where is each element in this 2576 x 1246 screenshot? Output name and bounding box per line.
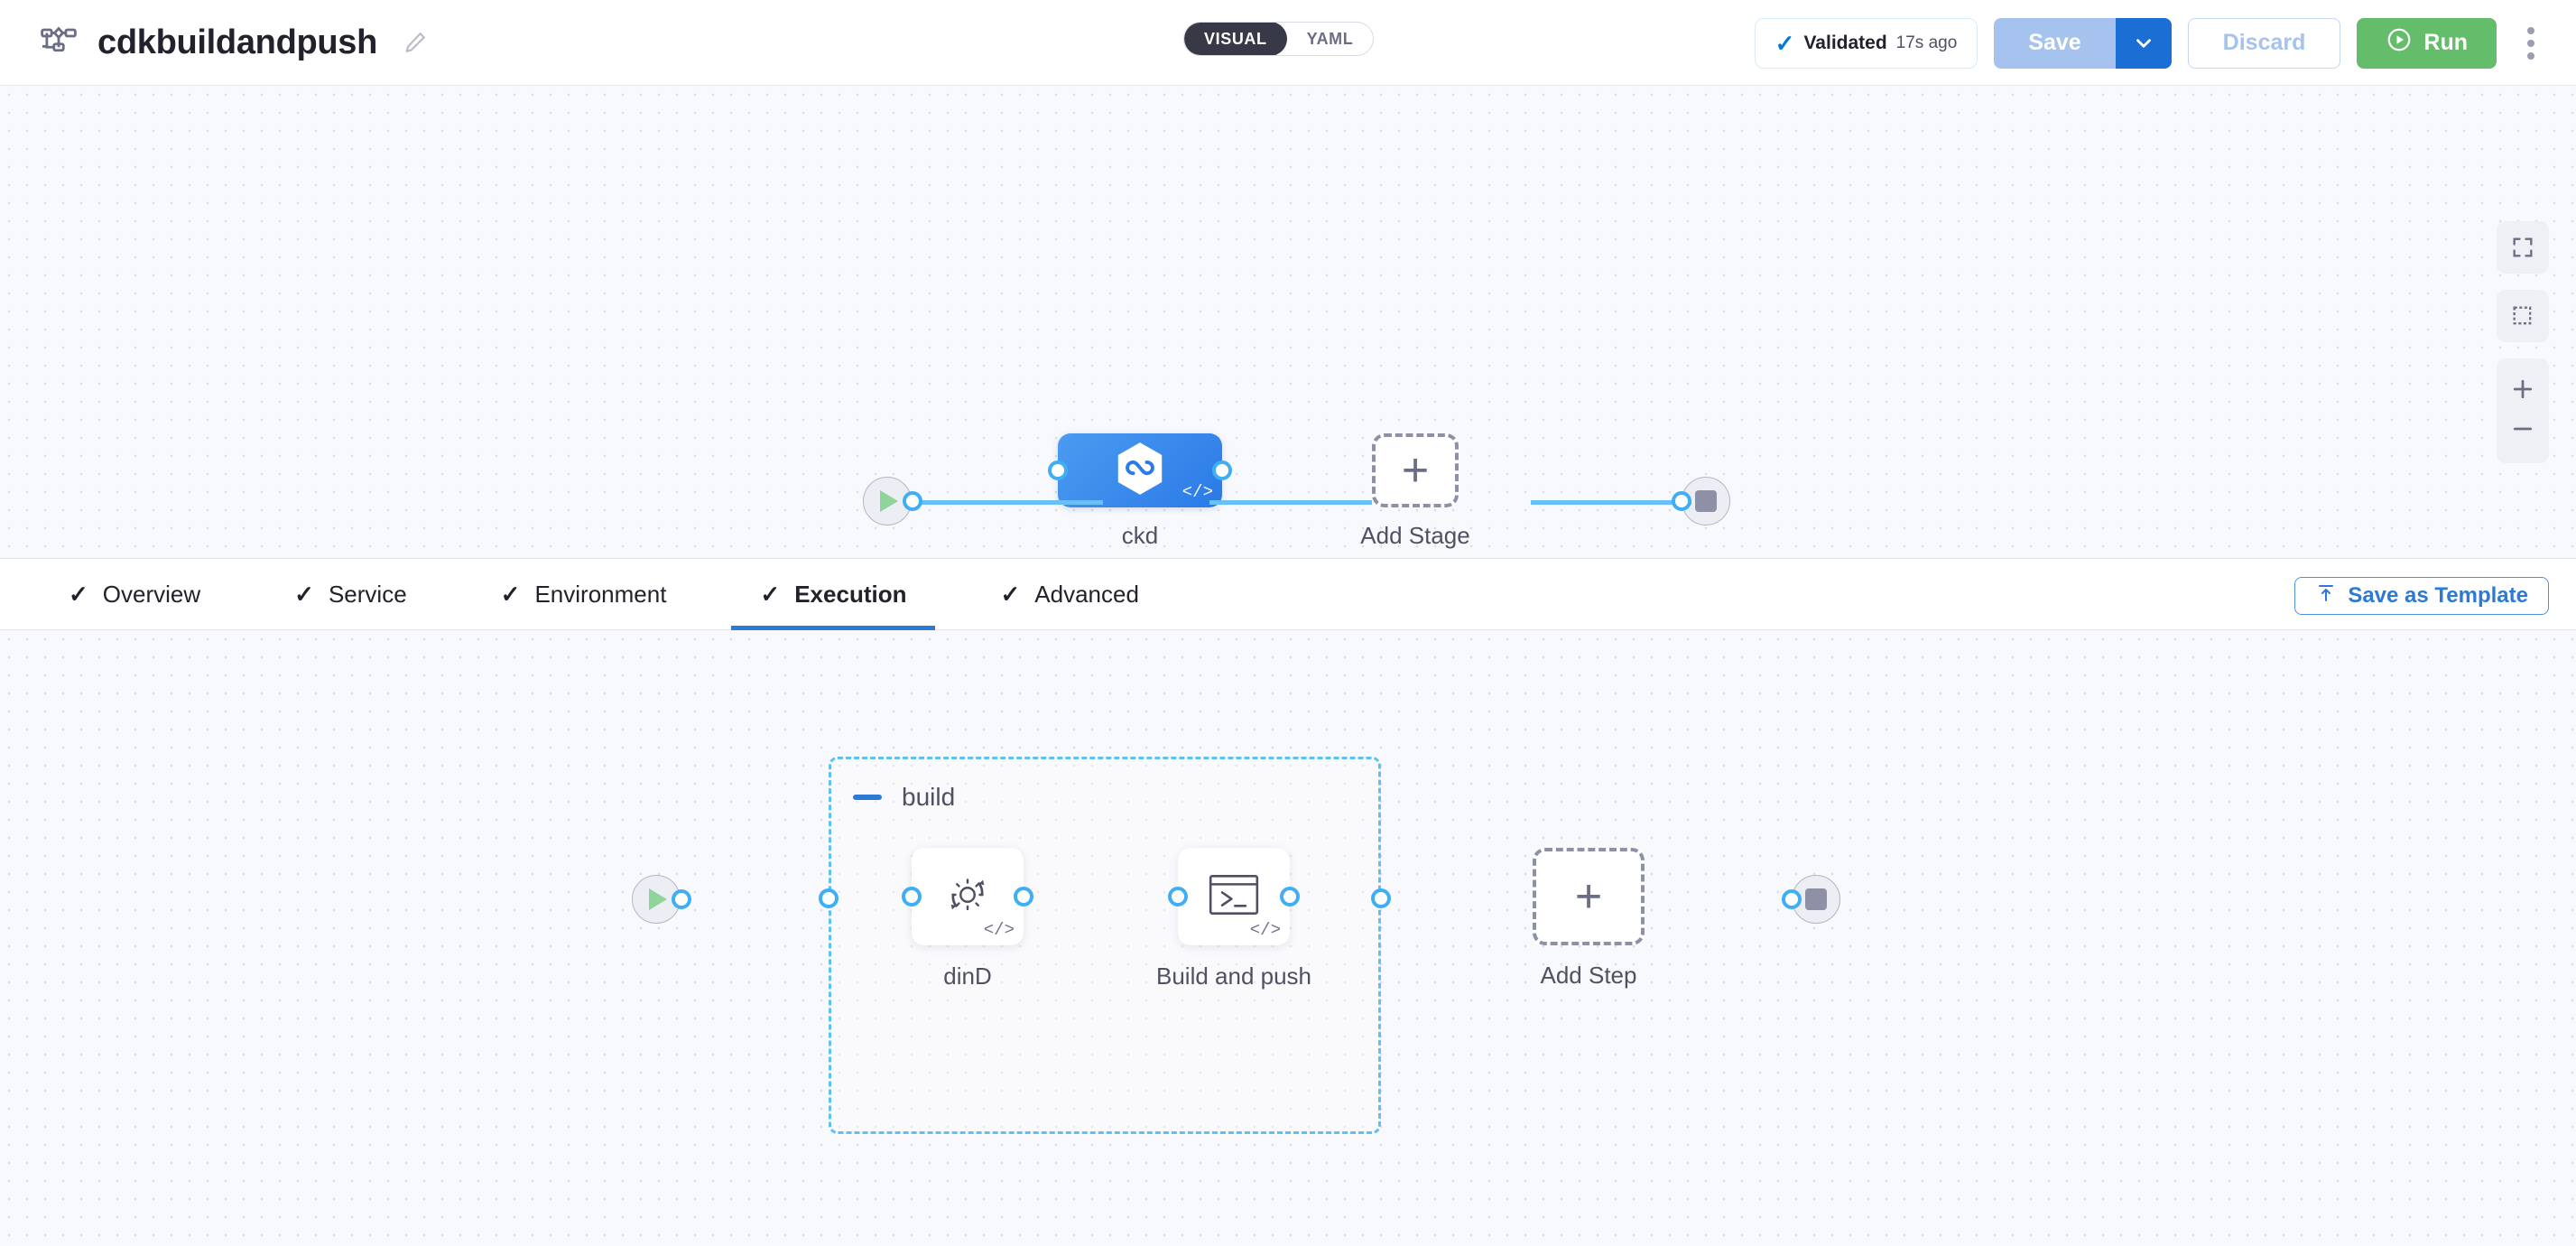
step-node-dind[interactable]: </> dinD — [902, 848, 1033, 990]
stage-node-ckd[interactable]: </> ckd — [1048, 433, 1232, 549]
link-ckd-to-addstage — [1209, 500, 1372, 505]
end-stop-node[interactable] — [1672, 477, 1730, 525]
canvas-controls — [2497, 221, 2549, 463]
dind-input-port[interactable] — [902, 887, 922, 907]
harness-cd-infinity-icon — [1115, 442, 1165, 500]
tab-environment[interactable]: ✓ Environment — [472, 558, 696, 630]
tab-advanced-label: Advanced — [1034, 580, 1139, 608]
run-button[interactable]: Run — [2357, 17, 2497, 69]
kebab-menu-icon[interactable] — [2513, 26, 2549, 60]
link-start-to-ckd — [913, 500, 1103, 505]
tab-service[interactable]: ✓ Service — [265, 558, 436, 630]
end-input-port[interactable] — [1672, 491, 1691, 511]
execution-canvas[interactable]: Execution Rollback — [0, 630, 2576, 1246]
discard-button[interactable]: Discard — [2187, 17, 2341, 69]
exec-end-stop-node[interactable] — [1782, 875, 1840, 924]
exec-end-input-port[interactable] — [1782, 889, 1802, 909]
tab-list: ✓ Overview ✓ Service ✓ Environment ✓ Exe… — [0, 558, 1204, 631]
ckd-output-port[interactable] — [1212, 460, 1232, 480]
save-as-template-label: Save as Template — [2348, 583, 2528, 608]
check-icon: ✓ — [760, 580, 781, 608]
run-button-label: Run — [2423, 30, 2468, 55]
pencil-icon[interactable] — [403, 30, 428, 55]
check-icon: ✓ — [1774, 29, 1795, 57]
mode-yaml[interactable]: YAML — [1306, 29, 1354, 48]
step-code-badge: </> — [983, 920, 1015, 940]
step-group-header: build — [853, 783, 955, 812]
exec-start-output-port[interactable] — [672, 889, 691, 909]
check-icon: ✓ — [294, 580, 314, 608]
app-header: cdkbuildandpush VISUAL YAML ✓ Validated … — [0, 0, 2576, 86]
tab-advanced[interactable]: ✓ Advanced — [971, 558, 1167, 630]
upload-template-icon — [2315, 582, 2337, 610]
play-circle-icon — [2386, 26, 2413, 60]
selection-box-icon[interactable] — [2497, 290, 2549, 342]
group-output-port[interactable] — [1371, 888, 1391, 908]
step-code-badge: </> — [1249, 920, 1281, 940]
add-stage-button[interactable]: + Add Stage — [1360, 433, 1470, 549]
step-group-name: build — [902, 783, 956, 811]
tab-execution[interactable]: ✓ Execution — [731, 558, 936, 631]
page-title: cdkbuildandpush — [97, 23, 378, 61]
dind-output-port[interactable] — [1014, 887, 1033, 907]
group-input-port[interactable] — [819, 888, 839, 908]
stage-code-badge: </> — [1181, 482, 1213, 502]
play-icon — [880, 490, 898, 512]
step-label-build-and-push: Build and push — [1155, 962, 1312, 990]
check-icon: ✓ — [69, 580, 88, 608]
header-left-cluster: cdkbuildandpush — [0, 23, 428, 62]
visual-yaml-toggle[interactable]: VISUAL YAML — [1183, 22, 1375, 56]
stage-tabbar: ✓ Overview ✓ Service ✓ Environment ✓ Exe… — [0, 558, 2576, 631]
save-button[interactable]: Save — [1994, 17, 2116, 69]
zoom-out-icon[interactable] — [2497, 409, 2549, 449]
step-label-dind: dinD — [943, 962, 992, 990]
add-step-label: Add Step — [1540, 962, 1637, 989]
play-icon — [649, 888, 667, 910]
validated-timestamp: 17s ago — [1895, 33, 1958, 52]
terminal-icon — [1206, 870, 1262, 924]
stop-icon — [1695, 490, 1717, 512]
check-icon: ✓ — [1000, 580, 1021, 608]
stage-canvas[interactable]: </> ckd + Add Stage — [0, 86, 2576, 558]
mode-visual[interactable]: VISUAL — [1184, 23, 1287, 55]
add-stage-label: Add Stage — [1360, 522, 1470, 549]
start-play-node[interactable] — [863, 477, 922, 525]
tab-environment-label: Environment — [534, 580, 667, 608]
link-addstage-to-end — [1531, 500, 1691, 505]
save-as-template-button[interactable]: Save as Template — [2294, 577, 2549, 615]
buildpush-output-port[interactable] — [1280, 887, 1300, 907]
stop-icon — [1805, 888, 1827, 910]
save-button-group[interactable]: Save — [1994, 17, 2172, 69]
exec-start-play-node[interactable] — [632, 875, 691, 924]
step-node-build-and-push[interactable]: </> Build and push — [1156, 848, 1311, 990]
gear-rotate-icon — [940, 867, 996, 927]
zoom-controls — [2497, 358, 2549, 463]
stage-label-ckd: ckd — [1121, 522, 1159, 549]
start-output-port[interactable] — [903, 491, 922, 511]
zoom-in-icon[interactable] — [2497, 369, 2549, 409]
step-group-build[interactable]: build — [829, 757, 1381, 1134]
check-icon: ✓ — [500, 580, 521, 608]
tab-service-label: Service — [328, 580, 407, 608]
buildpush-input-port[interactable] — [1168, 887, 1188, 907]
ckd-input-port[interactable] — [1048, 460, 1068, 480]
pipeline-nodes-icon — [40, 23, 78, 61]
header-actions: ✓ Validated 17s ago Save Discard Run — [1754, 0, 2549, 86]
minus-collapse-icon[interactable] — [853, 795, 882, 800]
tab-overview[interactable]: ✓ Overview — [40, 558, 229, 630]
fit-to-screen-icon[interactable] — [2497, 221, 2549, 274]
chevron-down-icon[interactable] — [2115, 17, 2172, 69]
validated-label: Validated — [1803, 32, 1887, 53]
tab-overview-label: Overview — [102, 580, 201, 608]
add-step-button[interactable]: + Add Step — [1533, 848, 1645, 989]
tab-execution-label: Execution — [794, 580, 907, 608]
status-badge-validated: ✓ Validated 17s ago — [1754, 17, 1978, 69]
